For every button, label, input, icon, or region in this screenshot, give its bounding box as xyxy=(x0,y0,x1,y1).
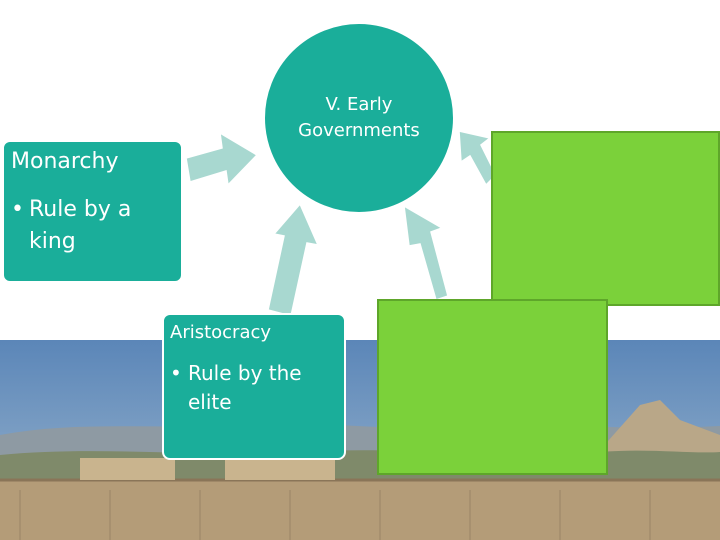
monarchy-box: Monarchy • Rule by a king xyxy=(2,140,183,283)
green-placeholder-box-upper xyxy=(491,131,720,306)
arrow-green-lower xyxy=(403,204,449,301)
monarchy-title: Monarchy xyxy=(11,149,119,174)
aristocracy-bullet-text: Rule by the elite xyxy=(188,361,302,414)
bullet-dot-icon: • xyxy=(11,197,24,222)
monarchy-bullet-text: Rule by a king xyxy=(29,197,132,254)
bullet-dot-icon: • xyxy=(170,361,182,385)
aristocracy-bullet: • Rule by the elite xyxy=(170,359,342,417)
center-topic-text: V. Early Governments xyxy=(298,94,420,141)
monarchy-bullet: • Rule by a king xyxy=(11,194,181,258)
arrow-aristocracy xyxy=(267,202,320,317)
arrow-monarchy xyxy=(185,131,259,187)
aristocracy-box: Aristocracy • Rule by the elite xyxy=(162,313,346,460)
aristocracy-title: Aristocracy xyxy=(170,322,272,343)
center-topic-circle: V. Early Governments xyxy=(263,22,455,214)
green-placeholder-box-lower xyxy=(377,299,608,475)
